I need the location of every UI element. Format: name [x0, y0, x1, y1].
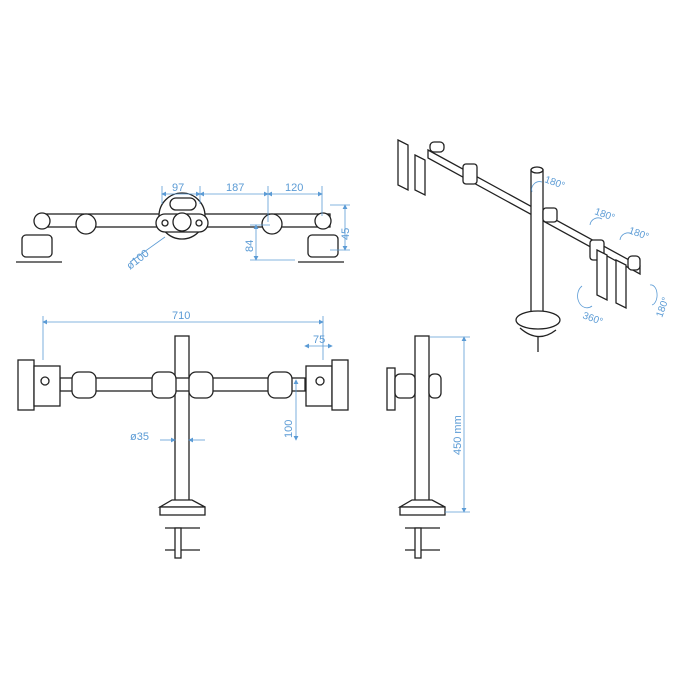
- dim-710: 710: [172, 310, 190, 322]
- iso-pole: [530, 169, 544, 321]
- iso-clamp: [515, 310, 561, 330]
- rotation-180-tilt: 180°: [654, 296, 671, 319]
- left-vesa-plate: [17, 359, 35, 411]
- dim-97: 97: [172, 182, 184, 194]
- front-view: 710 75 100 ø35: [17, 310, 349, 559]
- desk-base: [159, 506, 206, 516]
- rotation-180-pole: 180°: [543, 174, 566, 191]
- joint: [75, 213, 97, 235]
- pole: [174, 335, 190, 509]
- dim-450mm: 450 mm: [452, 415, 464, 455]
- joint: [33, 212, 51, 230]
- joint: [261, 213, 283, 235]
- isometric-view: 180° 180° 180° 360° 180°: [397, 138, 672, 352]
- right-vesa-plate: [331, 359, 349, 411]
- side-pole: [414, 335, 430, 509]
- rotation-180-arm: 180°: [593, 206, 616, 223]
- top-view: 97 187 120 45 84 ø100: [16, 182, 352, 272]
- dim-100: 100: [283, 420, 295, 438]
- rotation-180-head: 180°: [627, 225, 650, 242]
- right-clamp: [307, 234, 339, 258]
- side-vesa-plate: [386, 367, 396, 411]
- rotation-360: 360°: [581, 310, 604, 327]
- pole-top: [172, 212, 192, 232]
- dim-75: 75: [313, 334, 325, 346]
- dim-diameter-100: ø100: [124, 247, 151, 272]
- dim-45: 45: [340, 228, 352, 240]
- vesa-plate: [397, 138, 409, 192]
- side-view: 450 mm: [386, 335, 470, 559]
- dim-120: 120: [285, 182, 303, 194]
- joint: [314, 212, 332, 230]
- left-clamp: [21, 234, 53, 258]
- side-desk-base: [399, 506, 446, 516]
- dim-diameter-35: ø35: [130, 431, 149, 443]
- dim-187: 187: [226, 182, 244, 194]
- dim-84: 84: [244, 240, 256, 252]
- clamp-screw: [174, 527, 182, 559]
